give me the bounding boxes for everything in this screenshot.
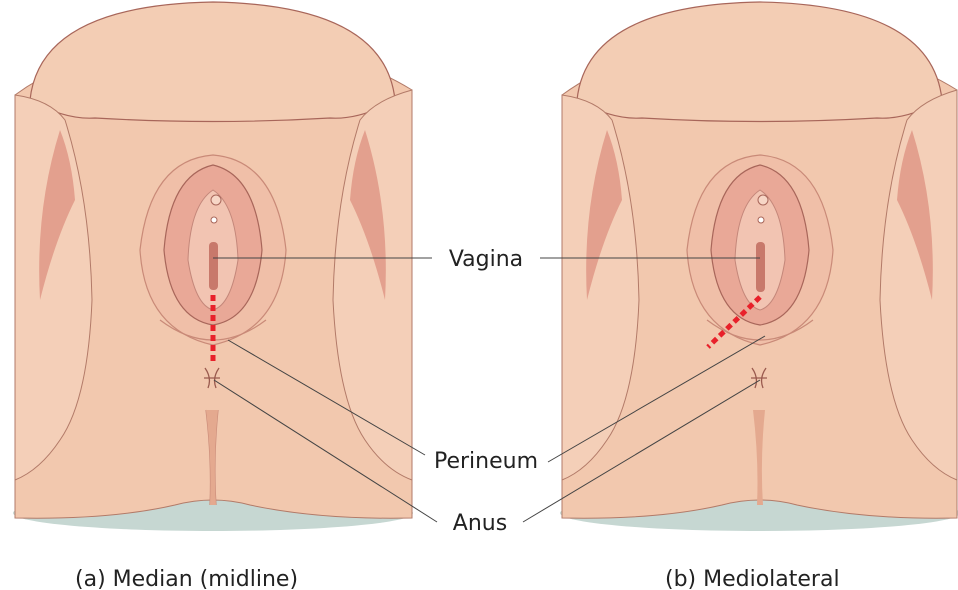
panel-b-abdomen xyxy=(577,2,942,122)
panel-a-illustration xyxy=(13,2,413,531)
caption-b: (b) Mediolateral xyxy=(665,567,840,590)
perineum-label: Perineum xyxy=(434,449,538,474)
panel-a-clitoris xyxy=(211,195,221,205)
anus-label: Anus xyxy=(453,511,507,536)
panel-a-urethra xyxy=(211,217,217,223)
panel-a-vaginal-opening xyxy=(209,242,218,290)
vagina-label: Vagina xyxy=(449,247,523,272)
panel-b-illustration xyxy=(560,2,958,531)
panel-a-abdomen xyxy=(30,2,395,122)
panel-b-vaginal-opening xyxy=(756,242,765,292)
caption-a: (a) Median (midline) xyxy=(75,567,298,590)
panel-b-urethra xyxy=(758,217,764,223)
panel-b-clitoris xyxy=(758,195,768,205)
